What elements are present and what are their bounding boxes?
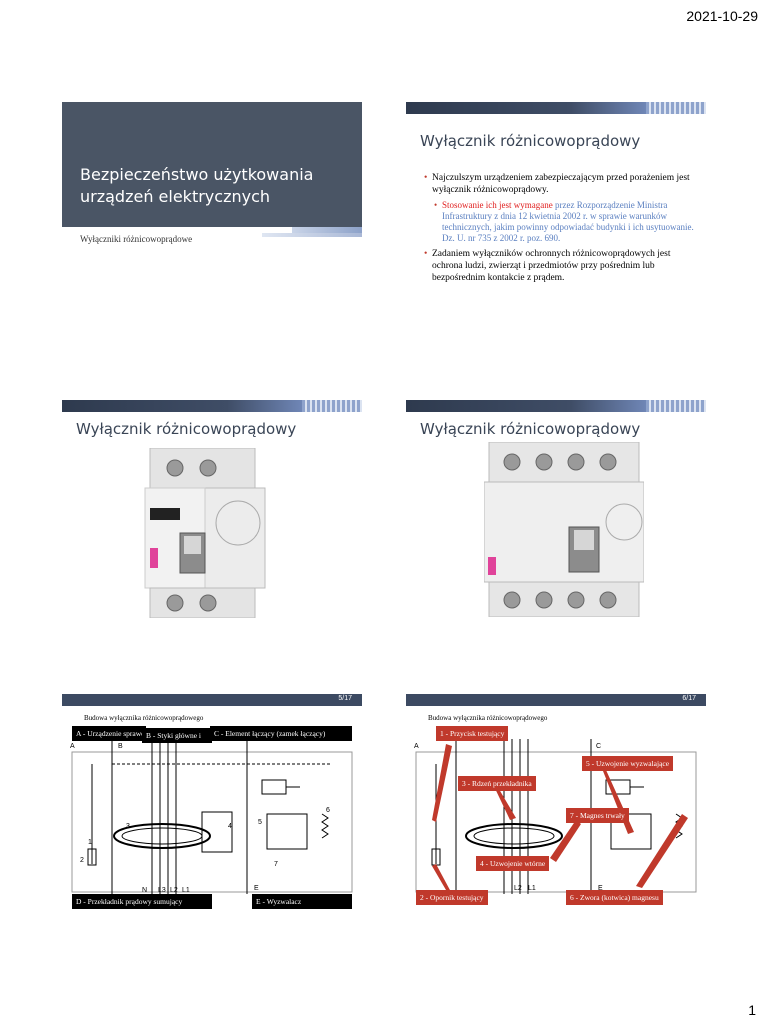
label-7: 7 - Magnes trwały xyxy=(566,808,629,823)
sub-bullet-text: przez Rozporządzenie Ministra Infrastruk… xyxy=(442,200,694,243)
slide-3-thumbnail[interactable]: Wyłącznik różnicowoprądowy xyxy=(62,400,362,625)
slide-header-bar xyxy=(406,102,706,114)
decorative-stripe xyxy=(292,227,362,233)
label-6: 6 - Zwora (kotwica) magnesu xyxy=(566,890,663,905)
slide-header-bar xyxy=(62,400,362,412)
svg-text:B: B xyxy=(118,743,123,750)
slide-2-thumbnail[interactable]: Wyłącznik różnicowoprądowy Najczulszym u… xyxy=(406,102,706,327)
slide-title: Bezpieczeństwo użytkowania urządzeń elek… xyxy=(80,165,314,206)
slide-title: Wyłącznik różnicowoprądowy xyxy=(76,420,297,438)
label-5: 5 - Uzwojenie wyzwalające xyxy=(582,756,674,771)
svg-text:E: E xyxy=(598,885,603,892)
slide-6-thumbnail[interactable]: 6/17 Budowa wyłącznika różnicowoprądoweg… xyxy=(406,694,706,919)
slide-4-thumbnail[interactable]: Wyłącznik różnicowoprądowy xyxy=(406,400,706,625)
decorative-stripe xyxy=(262,233,362,237)
svg-text:A: A xyxy=(414,743,419,750)
svg-text:L1: L1 xyxy=(528,885,536,892)
svg-text:3: 3 xyxy=(126,823,130,830)
sub-bullet-item: Stosowanie ich jest wymagane przez Rozpo… xyxy=(424,200,696,244)
label-c: C - Element łączący (zamek łączący) xyxy=(210,726,352,741)
svg-text:L2: L2 xyxy=(514,885,522,892)
svg-text:L1: L1 xyxy=(182,887,190,894)
slide-title: Wyłącznik różnicowoprądowy xyxy=(420,420,641,438)
header-date: 2021-10-29 xyxy=(686,8,758,24)
slide-1-thumbnail[interactable]: Bezpieczeństwo użytkowania urządzeń elek… xyxy=(62,102,362,327)
svg-text:1: 1 xyxy=(88,839,92,846)
slide-subtitle: Wyłączniki różnicowoprądowe xyxy=(80,234,193,244)
rcd-schematic-diagram: 1 2 3 4 5 6 7 N L3 L2 L1 A B E xyxy=(70,739,353,894)
svg-text:E: E xyxy=(254,885,259,892)
label-e: E - Wyzwalacz xyxy=(252,894,352,909)
bullet-item: Najczulszym urządzeniem zabezpieczającym… xyxy=(424,172,696,196)
slide-title: Wyłącznik różnicowoprądowy xyxy=(420,132,641,150)
diagram-caption: Budowa wyłącznika różnicowoprądowego xyxy=(84,714,204,722)
svg-text:N: N xyxy=(142,887,147,894)
svg-text:2: 2 xyxy=(80,857,84,864)
highlight-text: Stosowanie ich jest wymagane xyxy=(442,200,553,210)
rcd-4-pole-image xyxy=(484,442,644,617)
bullet-item: Zadaniem wyłączników ochronnych różnicow… xyxy=(424,248,696,284)
label-b: B - Styki główne i xyxy=(142,728,212,743)
page-number: 1 xyxy=(748,1002,756,1018)
svg-text:5: 5 xyxy=(258,819,262,826)
slide-5-thumbnail[interactable]: 5/17 Budowa wyłącznika różnicowoprądoweg… xyxy=(62,694,362,919)
svg-text:4: 4 xyxy=(228,823,232,830)
slide-header-bar xyxy=(406,400,706,412)
title-box: Bezpieczeństwo użytkowania urządzeń elek… xyxy=(62,102,362,227)
svg-text:L3: L3 xyxy=(158,887,166,894)
slide-page-number: 6/17 xyxy=(682,695,696,702)
slide-header-bar: 5/17 xyxy=(62,694,362,706)
svg-text:7: 7 xyxy=(274,861,278,868)
label-1: 1 - Przycisk testujący xyxy=(436,726,509,741)
svg-text:A: A xyxy=(70,743,75,750)
bullet-list: Najczulszym urządzeniem zabezpieczającym… xyxy=(424,172,696,288)
label-d: D - Przekładnik prądowy sumujący xyxy=(72,894,212,909)
rcd-2-pole-image xyxy=(144,448,266,618)
label-2: 2 - Opornik testujący xyxy=(416,890,488,905)
slide-header-bar: 6/17 xyxy=(406,694,706,706)
diagram-caption: Budowa wyłącznika różnicowoprądowego xyxy=(428,714,548,722)
svg-text:L2: L2 xyxy=(170,887,178,894)
label-3: 3 - Rdzeń przekładnika xyxy=(458,776,536,791)
svg-text:C: C xyxy=(596,743,601,750)
label-a: A - Urządzenie sprawdzające xyxy=(72,726,146,741)
slide-page-number: 5/17 xyxy=(338,695,352,702)
label-4: 4 - Uzwojenie wtórne xyxy=(476,856,550,871)
svg-text:6: 6 xyxy=(326,807,330,814)
